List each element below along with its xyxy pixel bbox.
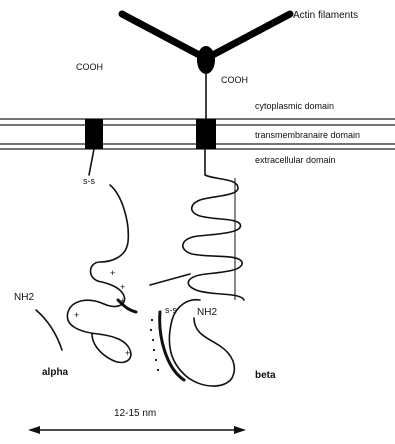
beta-chain-label: beta <box>255 370 276 381</box>
svg-text:+: + <box>74 310 79 320</box>
scale-bar <box>28 426 246 434</box>
alpha-cooh-label: COOH <box>76 62 103 72</box>
alpha-nh2-label: NH2 <box>14 292 34 303</box>
cytoplasmic-domain-label: cytoplasmic domain <box>255 101 334 111</box>
scale-label: 12-15 nm <box>114 408 156 419</box>
alpha-chain-stem <box>89 149 94 175</box>
beta-cooh-label: COOH <box>221 75 248 85</box>
svg-text:+: + <box>125 348 130 358</box>
svg-text:+: + <box>120 296 125 306</box>
actin-filaments <box>122 14 290 74</box>
beta-chain-link <box>150 274 190 285</box>
actin-filaments-label: Actin filaments <box>293 10 358 21</box>
actin-arm-right <box>207 14 290 58</box>
scale-arrow-right <box>234 426 246 434</box>
beta-nh2-label: NH2 <box>197 307 217 318</box>
extracellular-domain-label: extracellular domain <box>255 155 336 165</box>
actin-arm-left <box>122 14 205 58</box>
actin-binding-node <box>197 46 215 74</box>
beta-dot-marks <box>150 319 159 371</box>
beta-disulfide-label: s-s <box>165 305 177 315</box>
transmembrane-domain-label: transmembranaire domain <box>255 130 360 140</box>
alpha-transmembrane-segment <box>85 119 103 149</box>
svg-text:+: + <box>110 268 115 278</box>
svg-text:+: + <box>120 282 125 292</box>
alpha-chain-label: alpha <box>42 367 69 378</box>
scale-arrow-left <box>28 426 40 434</box>
alpha-chain-folds <box>67 185 131 362</box>
beta-transmembrane-segment <box>196 119 216 149</box>
alpha-disulfide-label: s-s <box>83 176 95 186</box>
alpha-nh2-terminal <box>36 310 62 350</box>
